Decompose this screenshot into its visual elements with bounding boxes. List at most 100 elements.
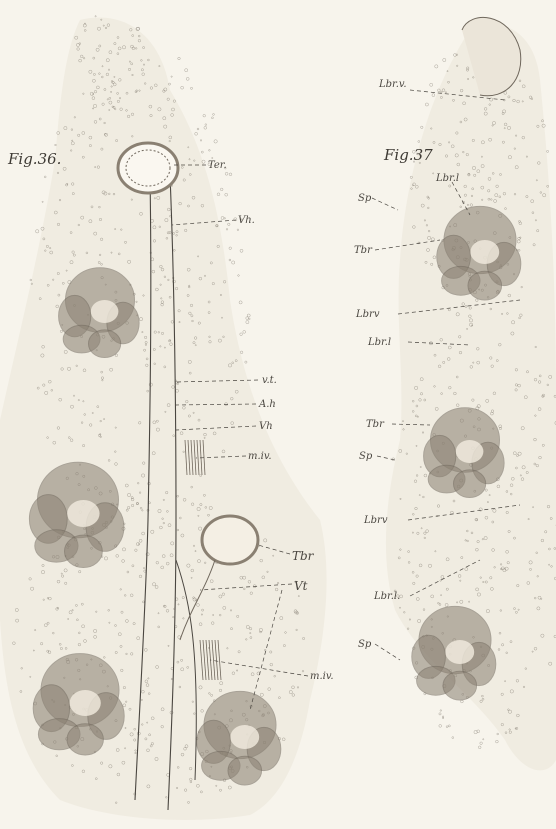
stipple-dot bbox=[418, 141, 420, 143]
stipple-dot bbox=[435, 65, 438, 68]
stipple-dot bbox=[55, 144, 57, 146]
zooid-highlight bbox=[445, 640, 474, 664]
fig36-label-tbr: Tbr bbox=[292, 550, 313, 562]
stipple-dot bbox=[240, 249, 243, 252]
fig37-label-lbrv-mid: Lbrv bbox=[356, 310, 379, 320]
stipple-dot bbox=[203, 114, 206, 117]
stipple-dot bbox=[229, 247, 232, 250]
stipple-dot bbox=[225, 172, 228, 175]
fig37-label-lbrl-mid: Lbr.l bbox=[368, 338, 391, 348]
stipple-dot bbox=[440, 710, 442, 712]
fig37-label-lbrl-top: Lbr.l bbox=[436, 174, 459, 184]
stipple-dot bbox=[478, 746, 481, 749]
zooid-lobe bbox=[65, 535, 103, 567]
stipple-dot bbox=[195, 132, 198, 135]
stipple-dot bbox=[209, 149, 211, 151]
stipple-dot bbox=[240, 351, 243, 354]
stipple-dot bbox=[229, 173, 232, 176]
stipple-dot bbox=[446, 726, 448, 728]
stipple-dot bbox=[497, 733, 499, 735]
leader-line bbox=[372, 198, 398, 210]
fig37-label-sp-mid: Sp bbox=[359, 452, 372, 462]
stipple-dot bbox=[42, 201, 43, 202]
stipple-dot bbox=[240, 333, 243, 336]
stipple-dot bbox=[228, 223, 230, 225]
stipple-dot bbox=[480, 742, 483, 745]
fig37-label-lbrl-lower: Lbr.l. bbox=[374, 592, 400, 602]
stipple-dot bbox=[439, 713, 441, 715]
fig37-label-sp-lower: Sp bbox=[358, 640, 371, 650]
stipple-dot bbox=[239, 301, 242, 304]
zooid-highlight bbox=[456, 440, 484, 463]
stipple-dot bbox=[483, 739, 484, 740]
fig36-label-vt-lower: Vt bbox=[294, 580, 308, 592]
zooid-lobe bbox=[468, 271, 502, 300]
stipple-dot bbox=[245, 361, 247, 363]
stipple-dot bbox=[248, 318, 250, 320]
stipple-dot bbox=[225, 193, 228, 196]
stipple-dot bbox=[200, 140, 201, 141]
stipple-dot bbox=[220, 188, 223, 191]
stipple-dot bbox=[496, 740, 499, 743]
zooid-highlight bbox=[67, 500, 99, 527]
leader-line bbox=[375, 644, 400, 660]
stipple-dot bbox=[30, 279, 32, 281]
stipple-dot bbox=[448, 725, 450, 727]
fig36-label-vh-upper: Vh. bbox=[238, 216, 255, 226]
fig37-title: Fig.37 bbox=[384, 148, 433, 163]
stipple-dot bbox=[178, 57, 181, 60]
stipple-dot bbox=[443, 58, 446, 61]
stipple-dot bbox=[547, 150, 549, 152]
zooid-lobe bbox=[89, 330, 121, 358]
stipple-dot bbox=[432, 94, 435, 97]
zooid-lobe bbox=[67, 724, 103, 755]
zooid-highlight bbox=[470, 240, 499, 264]
stipple-dot bbox=[221, 217, 224, 220]
stipple-dot bbox=[201, 151, 203, 153]
stipple-dot bbox=[232, 261, 235, 264]
stipple-dot bbox=[185, 69, 188, 72]
stipple-dot bbox=[461, 700, 464, 703]
stipple-dot bbox=[186, 77, 189, 80]
stipple-dot bbox=[214, 140, 217, 143]
fig37-label-tbr-mid: Tbr bbox=[366, 420, 384, 430]
stipple-dot bbox=[44, 176, 46, 178]
fig36-title: Fig.36. bbox=[8, 152, 61, 167]
zooid-highlight bbox=[70, 690, 101, 716]
fig36-label-miv-upper: m.iv. bbox=[248, 452, 272, 462]
fig36-label-ter: Ter. bbox=[208, 161, 227, 171]
stipple-dot bbox=[421, 126, 423, 128]
stipple-dot bbox=[226, 229, 228, 231]
stipple-dot bbox=[95, 16, 96, 17]
stipple-dot bbox=[211, 117, 213, 119]
stipple-dot bbox=[439, 725, 442, 728]
stipple-dot bbox=[442, 716, 443, 717]
fig36-tbr-chamber bbox=[202, 516, 258, 564]
stipple-dot bbox=[217, 193, 220, 196]
zooid-lobe bbox=[454, 470, 486, 498]
stipple-dot bbox=[213, 114, 215, 116]
fig37-label-lbrv-lower: Lbrv bbox=[364, 516, 387, 526]
fig36-label-miv-lower: m.iv. bbox=[310, 672, 334, 682]
stipple-dot bbox=[452, 737, 454, 739]
zooid-highlight bbox=[91, 300, 119, 323]
stipple-dot bbox=[212, 157, 213, 158]
zooid-highlight bbox=[230, 725, 259, 749]
fig36-label-vh-lower: Vh bbox=[259, 422, 273, 432]
fig37-label-tbr-top: Tbr bbox=[354, 246, 372, 256]
stipple-dot bbox=[425, 103, 428, 106]
stipple-dot bbox=[205, 124, 207, 126]
fig36-label-vt: v.t. bbox=[262, 376, 277, 386]
fig36-label-ah: A.h bbox=[259, 400, 276, 410]
stipple-dot bbox=[247, 314, 250, 317]
fig37-label-lbrv-top: Lbr.v. bbox=[379, 80, 407, 90]
stipple-dot bbox=[204, 126, 207, 129]
stipple-dot bbox=[197, 128, 199, 130]
zooid-lobe bbox=[443, 671, 477, 700]
stipple-dot bbox=[171, 76, 172, 77]
stipple-dot bbox=[238, 275, 240, 277]
stipple-dot bbox=[190, 87, 192, 89]
stipple-dot bbox=[246, 317, 249, 320]
